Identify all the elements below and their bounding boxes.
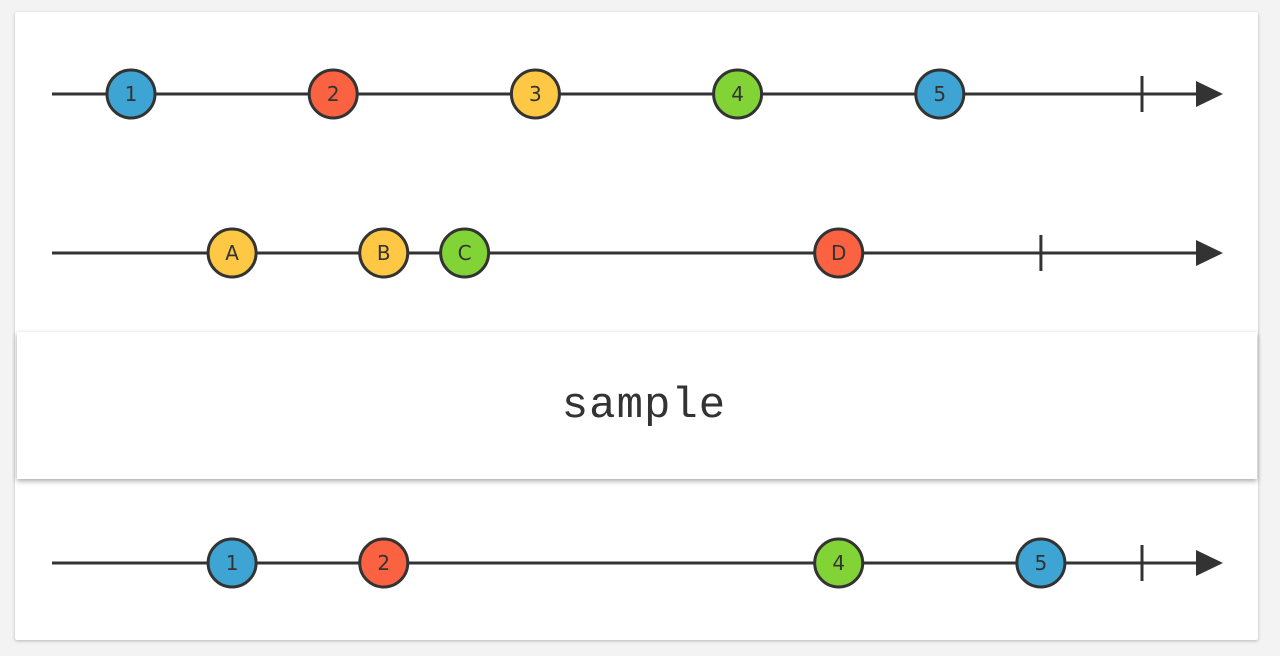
marble-label: 1 bbox=[226, 551, 239, 575]
marble-4: 4 bbox=[813, 537, 865, 589]
marble-3: 3 bbox=[509, 68, 561, 120]
marble-5: 5 bbox=[914, 68, 966, 120]
arrow-head-icon bbox=[1196, 550, 1223, 576]
marble-2: 2 bbox=[358, 537, 410, 589]
marble-circle bbox=[105, 68, 157, 120]
marble-circle bbox=[914, 68, 966, 120]
timeline-result: 1 2 4 5 bbox=[52, 537, 1223, 589]
timeline-notifier: A B C D bbox=[52, 227, 1223, 279]
marble-circle bbox=[813, 537, 865, 589]
marble-label: 1 bbox=[125, 82, 138, 106]
marble-label: D bbox=[831, 241, 846, 265]
marble-circle bbox=[712, 68, 764, 120]
marble-label: C bbox=[458, 241, 472, 265]
marble-D: D bbox=[813, 227, 865, 279]
marble-circle bbox=[358, 227, 410, 279]
diagram-card bbox=[15, 12, 1258, 640]
marble-label: 2 bbox=[377, 551, 390, 575]
marble-label: 5 bbox=[933, 82, 946, 106]
operator-box: sample bbox=[17, 332, 1257, 479]
marble-circle bbox=[439, 227, 491, 279]
marble-circle bbox=[206, 537, 258, 589]
timeline-source: 1 2 3 4 5 bbox=[52, 68, 1223, 120]
marble-circle bbox=[509, 68, 561, 120]
arrow-head-icon bbox=[1196, 81, 1223, 107]
marble-label: 4 bbox=[832, 551, 845, 575]
marble-1: 1 bbox=[206, 537, 258, 589]
marble-circle bbox=[813, 227, 865, 279]
marble-circle bbox=[206, 227, 258, 279]
marble-B: B bbox=[358, 227, 410, 279]
marble-label: 4 bbox=[731, 82, 744, 106]
operator-label: sample bbox=[561, 380, 727, 431]
marble-5: 5 bbox=[1015, 537, 1067, 589]
marble-A: A bbox=[206, 227, 258, 279]
marble-1: 1 bbox=[105, 68, 157, 120]
marble-label: A bbox=[225, 241, 239, 265]
marble-4: 4 bbox=[712, 68, 764, 120]
marble-circle bbox=[358, 537, 410, 589]
marble-circle bbox=[1015, 537, 1067, 589]
marble-label: 3 bbox=[529, 82, 542, 106]
marble-circle bbox=[307, 68, 359, 120]
marble-label: B bbox=[377, 241, 391, 265]
marble-C: C bbox=[439, 227, 491, 279]
marble-label: 5 bbox=[1035, 551, 1048, 575]
marble-2: 2 bbox=[307, 68, 359, 120]
arrow-head-icon bbox=[1196, 240, 1223, 266]
marble-label: 2 bbox=[327, 82, 340, 106]
